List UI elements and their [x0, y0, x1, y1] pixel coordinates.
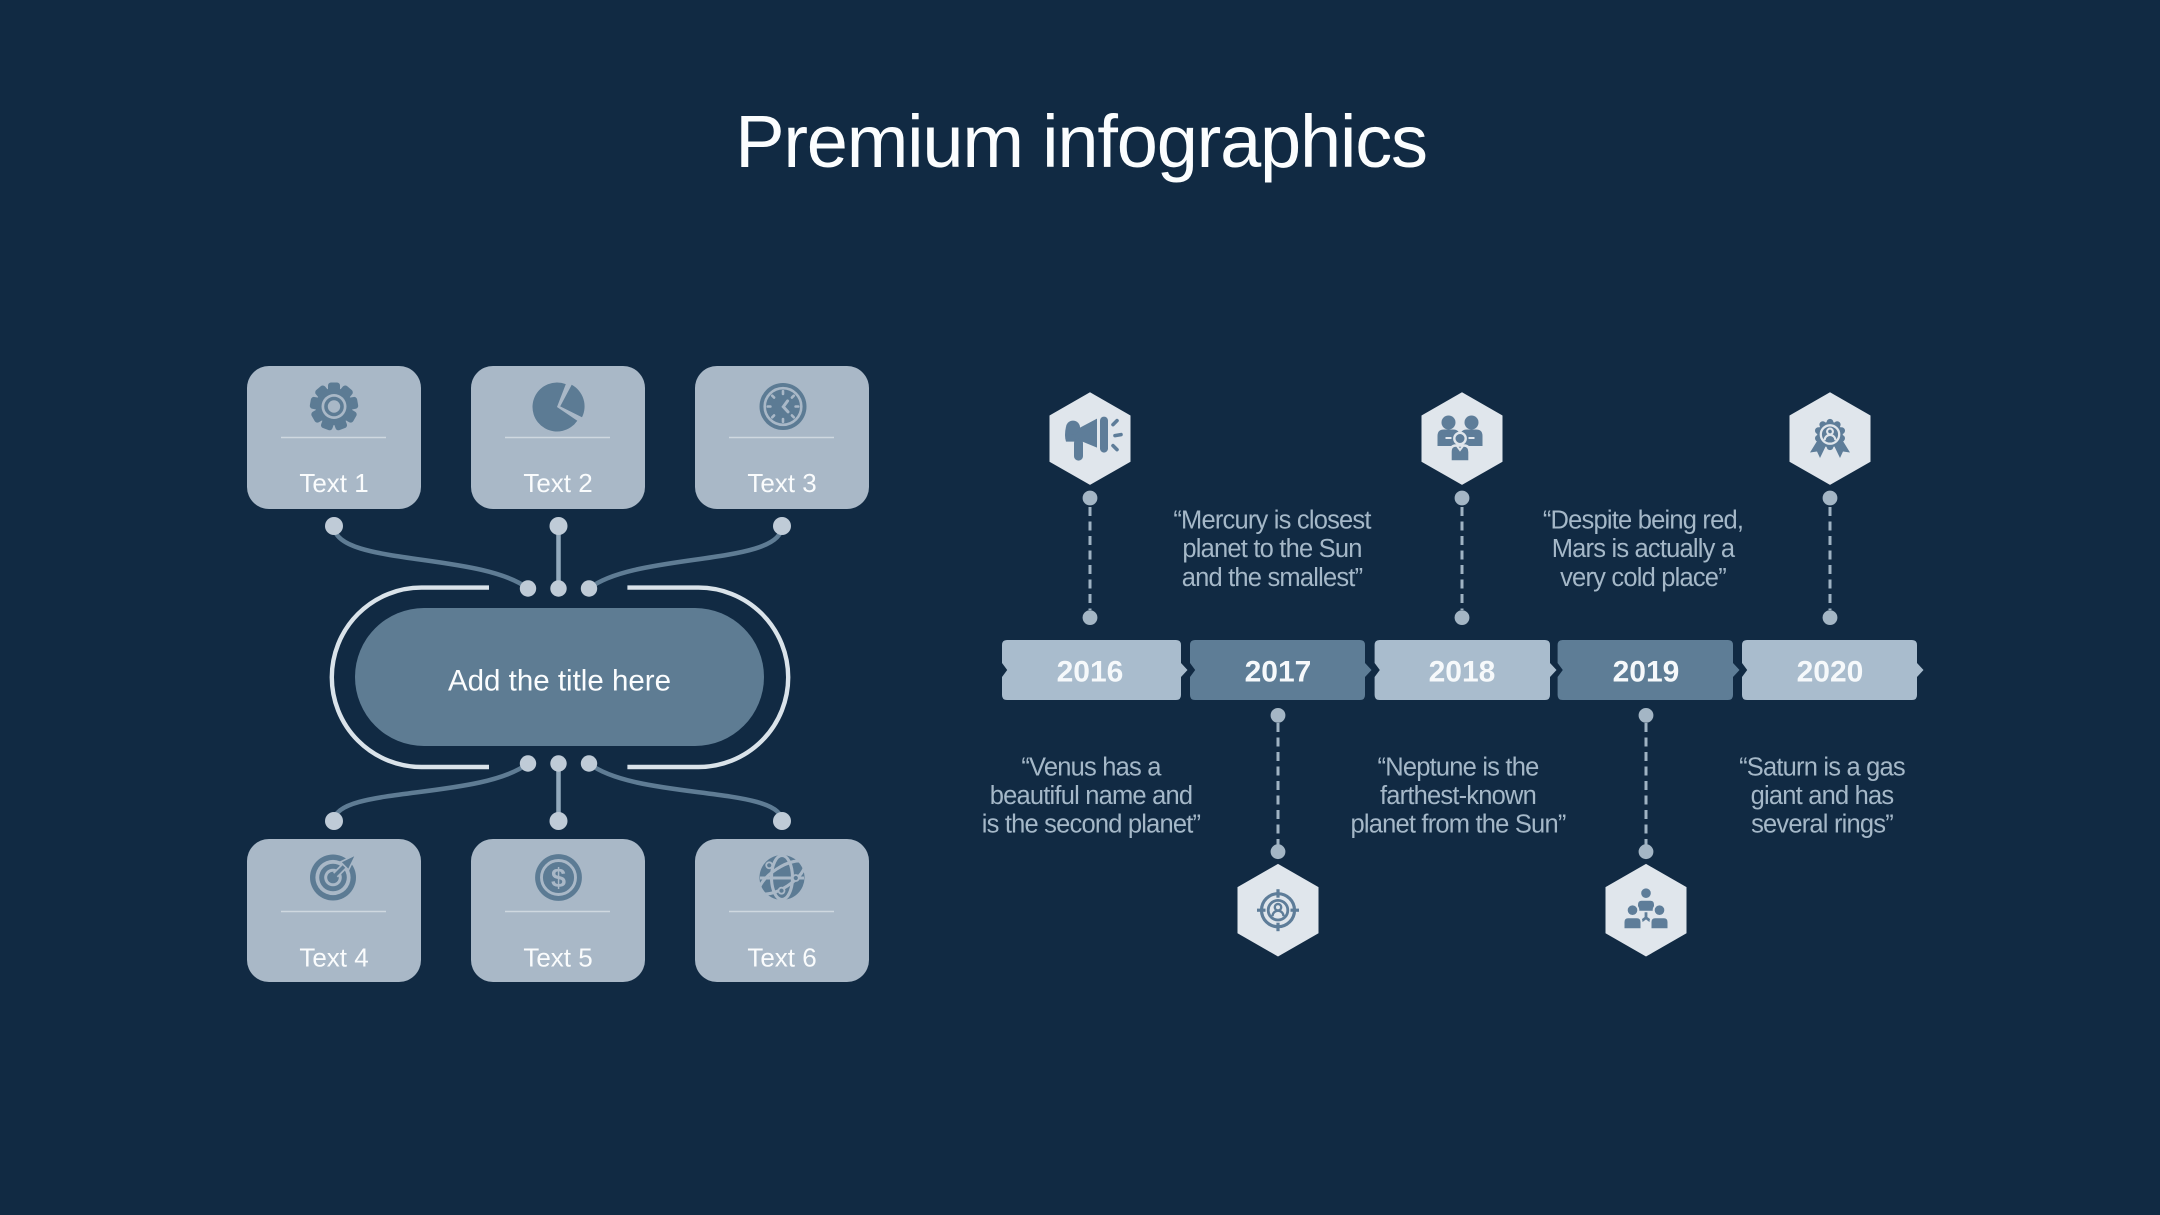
svg-text:Mars is actually a: Mars is actually a: [1552, 535, 1736, 563]
svg-text:several rings”: several rings”: [1751, 811, 1893, 839]
svg-text:“Mercury is closest: “Mercury is closest: [1173, 507, 1371, 535]
svg-text:2018: 2018: [1429, 656, 1496, 689]
svg-text:2020: 2020: [1797, 656, 1864, 689]
svg-text:“Saturn is a gas: “Saturn is a gas: [1739, 753, 1905, 781]
svg-text:Text 6: Text 6: [747, 943, 816, 973]
svg-text:Text 2: Text 2: [523, 468, 592, 498]
svg-text:“Despite being red,: “Despite being red,: [1543, 507, 1743, 535]
svg-text:Text 3: Text 3: [747, 468, 816, 498]
svg-text:very cold place”: very cold place”: [1560, 564, 1726, 592]
svg-text:farthest-known: farthest-known: [1380, 782, 1536, 810]
svg-text:Text 4: Text 4: [299, 943, 368, 973]
svg-text:2016: 2016: [1057, 656, 1124, 689]
svg-text:and the smallest”: and the smallest”: [1182, 564, 1363, 592]
svg-text:2019: 2019: [1613, 656, 1680, 689]
svg-text:2017: 2017: [1245, 656, 1312, 689]
svg-text:Text 1: Text 1: [299, 468, 368, 498]
svg-text:“Venus has a: “Venus has a: [1021, 753, 1162, 781]
svg-text:giant and has: giant and has: [1751, 782, 1894, 810]
svg-text:Premium infographics: Premium infographics: [735, 100, 1427, 183]
svg-text:“Neptune is the: “Neptune is the: [1378, 753, 1540, 781]
svg-text:Add the title here: Add the title here: [448, 665, 671, 698]
svg-text:is the second planet”: is the second planet”: [982, 811, 1201, 839]
svg-text:$: $: [551, 863, 566, 893]
svg-text:planet to the Sun: planet to the Sun: [1182, 535, 1361, 563]
svg-text:Text 5: Text 5: [523, 943, 592, 973]
svg-text:planet from the Sun”: planet from the Sun”: [1350, 811, 1565, 839]
svg-text:beautiful name and: beautiful name and: [990, 782, 1193, 810]
